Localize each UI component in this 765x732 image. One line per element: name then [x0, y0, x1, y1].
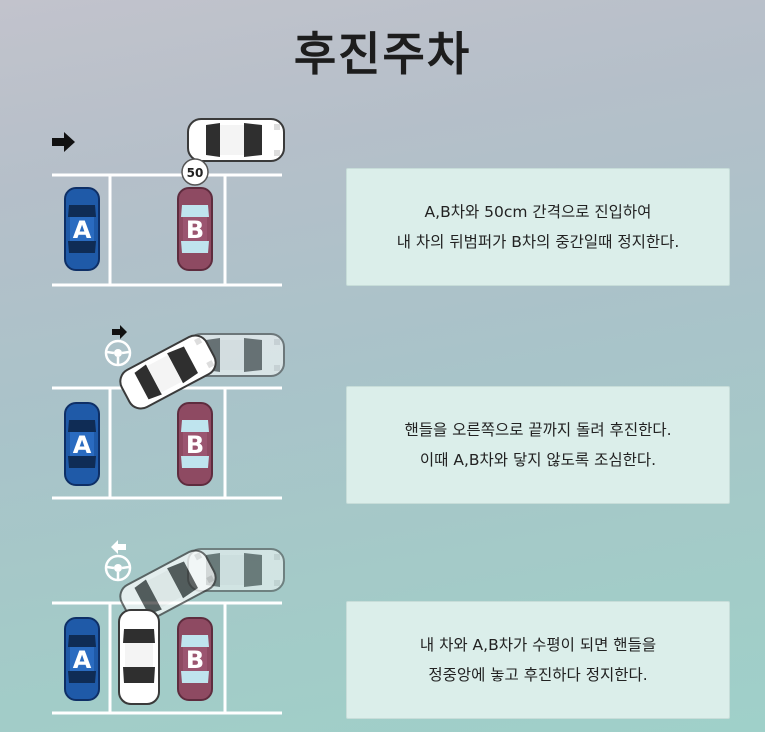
my-car: [118, 609, 160, 705]
parking-lines: [52, 173, 282, 287]
step-1-diagram: A B 50: [52, 118, 285, 287]
step-3-description: 내 차와 A,B차가 수평이 되면 핸들을 정중앙에 놓고 후진하다 정지한다.: [346, 601, 730, 719]
step-1-line-2: 내 차의 뒤범퍼가 B차의 중간일때 정지한다.: [396, 233, 680, 251]
parking-lines: [52, 601, 282, 715]
car-b-label: B: [186, 216, 204, 244]
step-2-line-1: 핸들을 오른쪽으로 끝까지 돌려 후진한다.: [404, 421, 672, 439]
gap-badge: [181, 158, 209, 186]
step-1: A B 50 A,B차와 50cm 간격으로 진입하여 내 차의 뒤범퍼가 B차…: [0, 105, 765, 295]
steering-wheel-icon: [104, 339, 132, 367]
step-2-description: 핸들을 오른쪽으로 끝까지 돌려 후진한다. 이때 A,B차와 닿지 않도록 조…: [346, 386, 730, 504]
step-1-line-1: A,B차와 50cm 간격으로 진입하여: [424, 203, 652, 221]
car-a-label: A: [73, 216, 92, 244]
car-b-label: B: [186, 646, 204, 674]
page-title: 후진주차: [293, 27, 472, 81]
arrow-right-icon: [52, 132, 75, 152]
step-3: A B 내 차와 A,B차가 수평이 되면 핸들을 정중앙에 놓고 후진하다 정…: [0, 535, 765, 725]
my-car: [187, 118, 285, 162]
parking-lines: [52, 386, 282, 500]
car-a-label: A: [73, 646, 92, 674]
step-2: A B 핸들을 오른쪽으로 끝까지 돌려 후진한다. 이때 A,B차와 닿지 않…: [0, 320, 765, 510]
my-car: [114, 329, 222, 415]
gap-badge-label: 50: [187, 166, 204, 180]
step-2-line-2: 이때 A,B차와 닿지 않도록 조심한다.: [419, 451, 657, 469]
step-2-diagram: A B: [52, 325, 285, 500]
step-3-line-2: 정중앙에 놓고 후진하다 정지한다.: [428, 666, 648, 684]
step-1-description: A,B차와 50cm 간격으로 진입하여 내 차의 뒤범퍼가 B차의 중간일때 …: [346, 168, 730, 286]
car-b-label: B: [186, 431, 204, 459]
car-a-label: A: [73, 431, 92, 459]
step-3-diagram: A B: [52, 540, 285, 715]
step-3-line-1: 내 차와 A,B차가 수평이 되면 핸들을: [419, 636, 657, 654]
arrow-right-icon: [112, 325, 127, 339]
arrow-left-icon: [111, 540, 126, 554]
steering-wheel-icon: [104, 554, 132, 582]
